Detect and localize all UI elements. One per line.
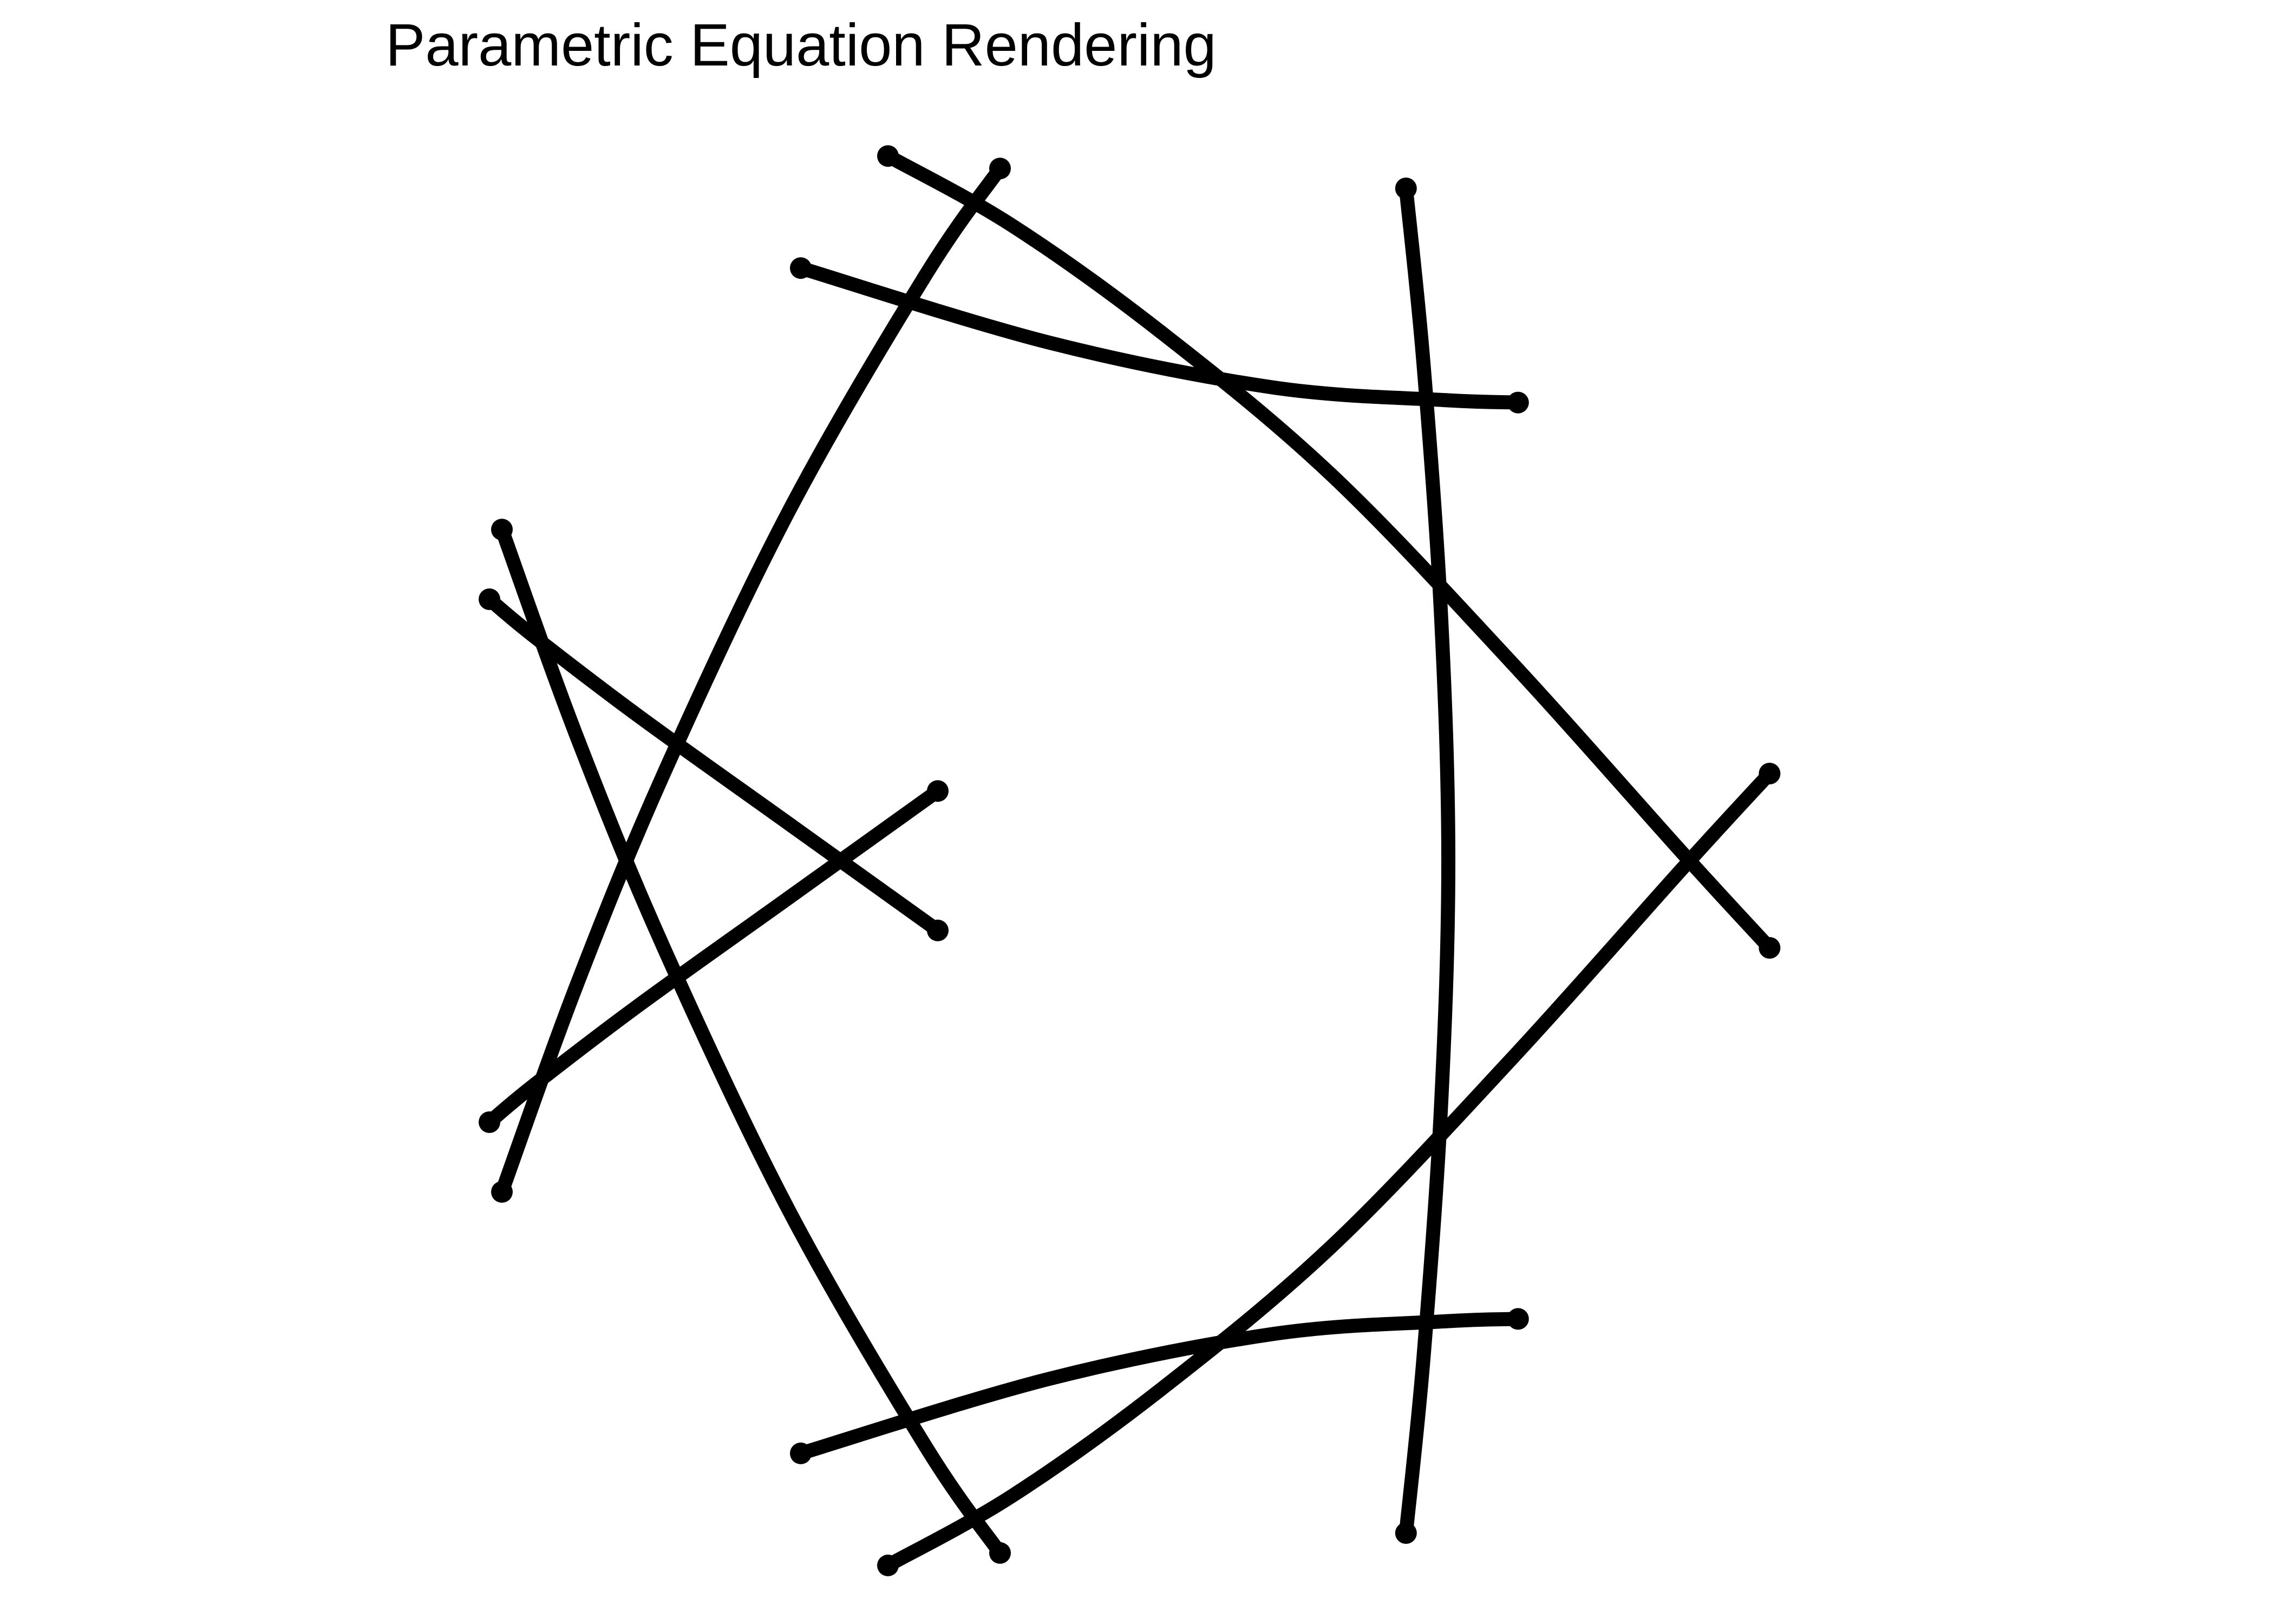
endpoint-marker-0-4-1: [1507, 1308, 1529, 1330]
endpoint-marker-0-5-0: [491, 519, 513, 541]
endpoint-marker-0-2-1: [1395, 178, 1417, 199]
curve-segment-0-4: [794, 1312, 1525, 1461]
endpoint-marker-0-6-1: [989, 158, 1011, 180]
curve-segment-0-1: [881, 149, 1777, 955]
endpoint-marker-0-7-0: [479, 1111, 500, 1133]
curve-segment-0-3: [794, 261, 1525, 410]
curve-segment-0-0: [881, 767, 1777, 1573]
endpoint-marker-0-0-1: [877, 1554, 899, 1576]
curve-segment-0-6: [495, 161, 1007, 1199]
curve-segment-0-7: [482, 784, 945, 1129]
curve-segment-0-5: [495, 522, 1007, 1560]
endpoint-marker-0-1-0: [1759, 937, 1781, 959]
curve-segment-0-8: [482, 592, 945, 938]
curve-layer: [479, 145, 1781, 1576]
endpoint-marker-0-8-1: [927, 919, 949, 941]
endpoint-marker-0-2-0: [1395, 1522, 1417, 1544]
endpoint-marker-0-6-0: [491, 1181, 513, 1203]
endpoint-marker-0-0-0: [1759, 763, 1781, 784]
endpoint-marker-0-8-0: [479, 588, 500, 610]
endpoint-marker-0-5-1: [989, 1542, 1011, 1564]
endpoint-marker-0-3-1: [1507, 391, 1529, 414]
endpoint-marker-0-1-1: [877, 145, 899, 167]
curve-segment-0-2: [1399, 181, 1455, 1540]
chart-title: Parametric Equation Rendering: [385, 12, 1217, 78]
endpoint-marker-0-7-1: [927, 780, 949, 802]
endpoint-marker-0-4-0: [790, 1442, 812, 1464]
endpoint-marker-0-3-0: [790, 257, 812, 279]
